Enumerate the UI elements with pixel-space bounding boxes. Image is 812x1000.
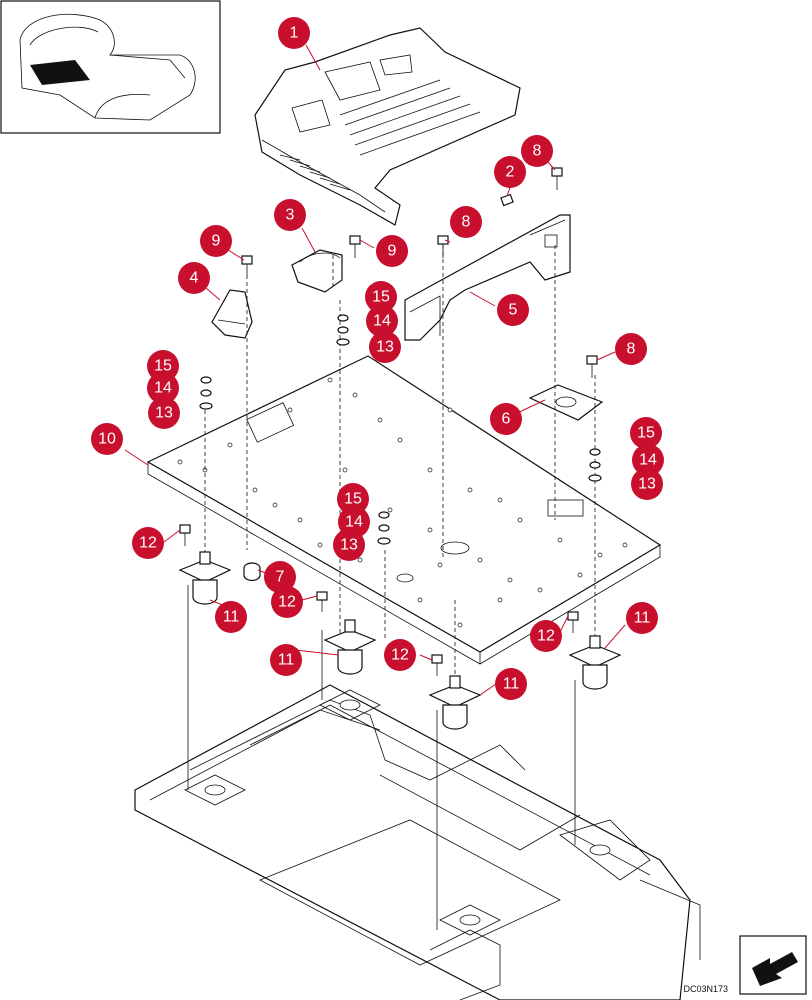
isolation-mounts — [178, 551, 622, 730]
cover-4 — [211, 289, 253, 339]
callout-15a: 15 — [365, 281, 397, 313]
callout-12c: 12 — [384, 639, 416, 671]
svg-text:14: 14 — [154, 380, 172, 397]
svg-text:8: 8 — [627, 341, 636, 358]
svg-text:10: 10 — [98, 431, 116, 448]
callout-12a: 12 — [132, 527, 164, 559]
callout-3: 3 — [274, 199, 306, 231]
svg-text:14: 14 — [373, 313, 391, 330]
callout-13b: 13 — [148, 397, 180, 429]
svg-text:15: 15 — [637, 425, 655, 442]
callout-9b: 9 — [376, 235, 408, 267]
callout-14d: 14 — [338, 506, 370, 538]
machine-frame — [134, 684, 701, 1000]
bolts — [179, 167, 598, 676]
svg-text:2: 2 — [506, 164, 515, 181]
svg-text:6: 6 — [502, 411, 511, 428]
svg-text:4: 4 — [190, 270, 199, 287]
callout-9a: 9 — [200, 225, 232, 257]
cover-3 — [291, 249, 343, 293]
spacer-7 — [243, 562, 261, 582]
callouts: 1 2 3 4 5 6 7 8 8 8 9 9 10 11 11 11 11 1… — [91, 17, 664, 700]
diagram-code: DC03N173 — [683, 984, 728, 994]
callout-8c: 8 — [615, 333, 647, 365]
svg-text:11: 11 — [278, 652, 295, 669]
svg-text:3: 3 — [286, 207, 295, 224]
svg-text:14: 14 — [639, 452, 657, 469]
callout-7: 7 — [264, 561, 296, 593]
callout-5: 5 — [497, 294, 529, 326]
callout-14a: 14 — [366, 305, 398, 337]
pedal-bracket — [404, 214, 571, 341]
svg-text:13: 13 — [376, 339, 394, 356]
svg-text:15: 15 — [344, 491, 362, 508]
svg-text:1: 1 — [290, 25, 299, 42]
svg-text:9: 9 — [212, 233, 221, 250]
callout-4: 4 — [178, 262, 210, 294]
callout-15b: 15 — [147, 350, 179, 382]
plate-6 — [528, 384, 604, 421]
callout-11a: 11 — [215, 601, 247, 633]
svg-text:7: 7 — [276, 569, 285, 586]
svg-text:11: 11 — [223, 609, 240, 626]
svg-text:13: 13 — [340, 537, 358, 554]
callout-10: 10 — [91, 423, 123, 455]
mount-3 — [428, 675, 482, 730]
svg-text:14: 14 — [345, 514, 363, 531]
mount-1 — [178, 551, 232, 605]
svg-text:15: 15 — [372, 289, 390, 306]
svg-text:11: 11 — [503, 676, 520, 693]
svg-text:12: 12 — [278, 594, 296, 611]
callout-15c: 15 — [630, 417, 662, 449]
svg-text:15: 15 — [154, 358, 172, 375]
callout-14c: 14 — [632, 444, 664, 476]
callout-2: 2 — [494, 156, 526, 188]
callout-11d: 11 — [626, 602, 658, 634]
callout-8b: 8 — [450, 206, 482, 238]
callout-11c: 11 — [495, 668, 527, 700]
callout-13a: 13 — [369, 331, 401, 363]
callout-14b: 14 — [147, 372, 179, 404]
floor-plate — [146, 355, 662, 665]
washer-stacks — [199, 314, 602, 545]
callout-6: 6 — [490, 403, 522, 435]
svg-text:12: 12 — [139, 535, 157, 552]
svg-text:11: 11 — [634, 610, 651, 627]
svg-text:8: 8 — [533, 143, 542, 160]
alignment-lines — [187, 245, 596, 930]
callout-12b: 12 — [271, 586, 303, 618]
svg-text:5: 5 — [509, 302, 518, 319]
callout-13c: 13 — [631, 468, 663, 500]
locator-inset — [0, 0, 221, 134]
callout-12d: 12 — [530, 620, 562, 652]
callout-15d: 15 — [337, 483, 369, 515]
callout-8a: 8 — [521, 135, 553, 167]
svg-text:9: 9 — [388, 243, 397, 260]
mount-2 — [323, 619, 377, 675]
callout-1: 1 — [278, 17, 310, 49]
svg-text:8: 8 — [462, 214, 471, 231]
svg-text:13: 13 — [638, 476, 656, 493]
floor-mat — [254, 27, 521, 226]
svg-text:13: 13 — [155, 405, 173, 422]
callout-11b: 11 — [270, 644, 302, 676]
svg-text:12: 12 — [391, 647, 409, 664]
svg-text:12: 12 — [537, 628, 555, 645]
orientation-arrow-icon — [739, 935, 807, 995]
mount-4 — [568, 635, 622, 690]
